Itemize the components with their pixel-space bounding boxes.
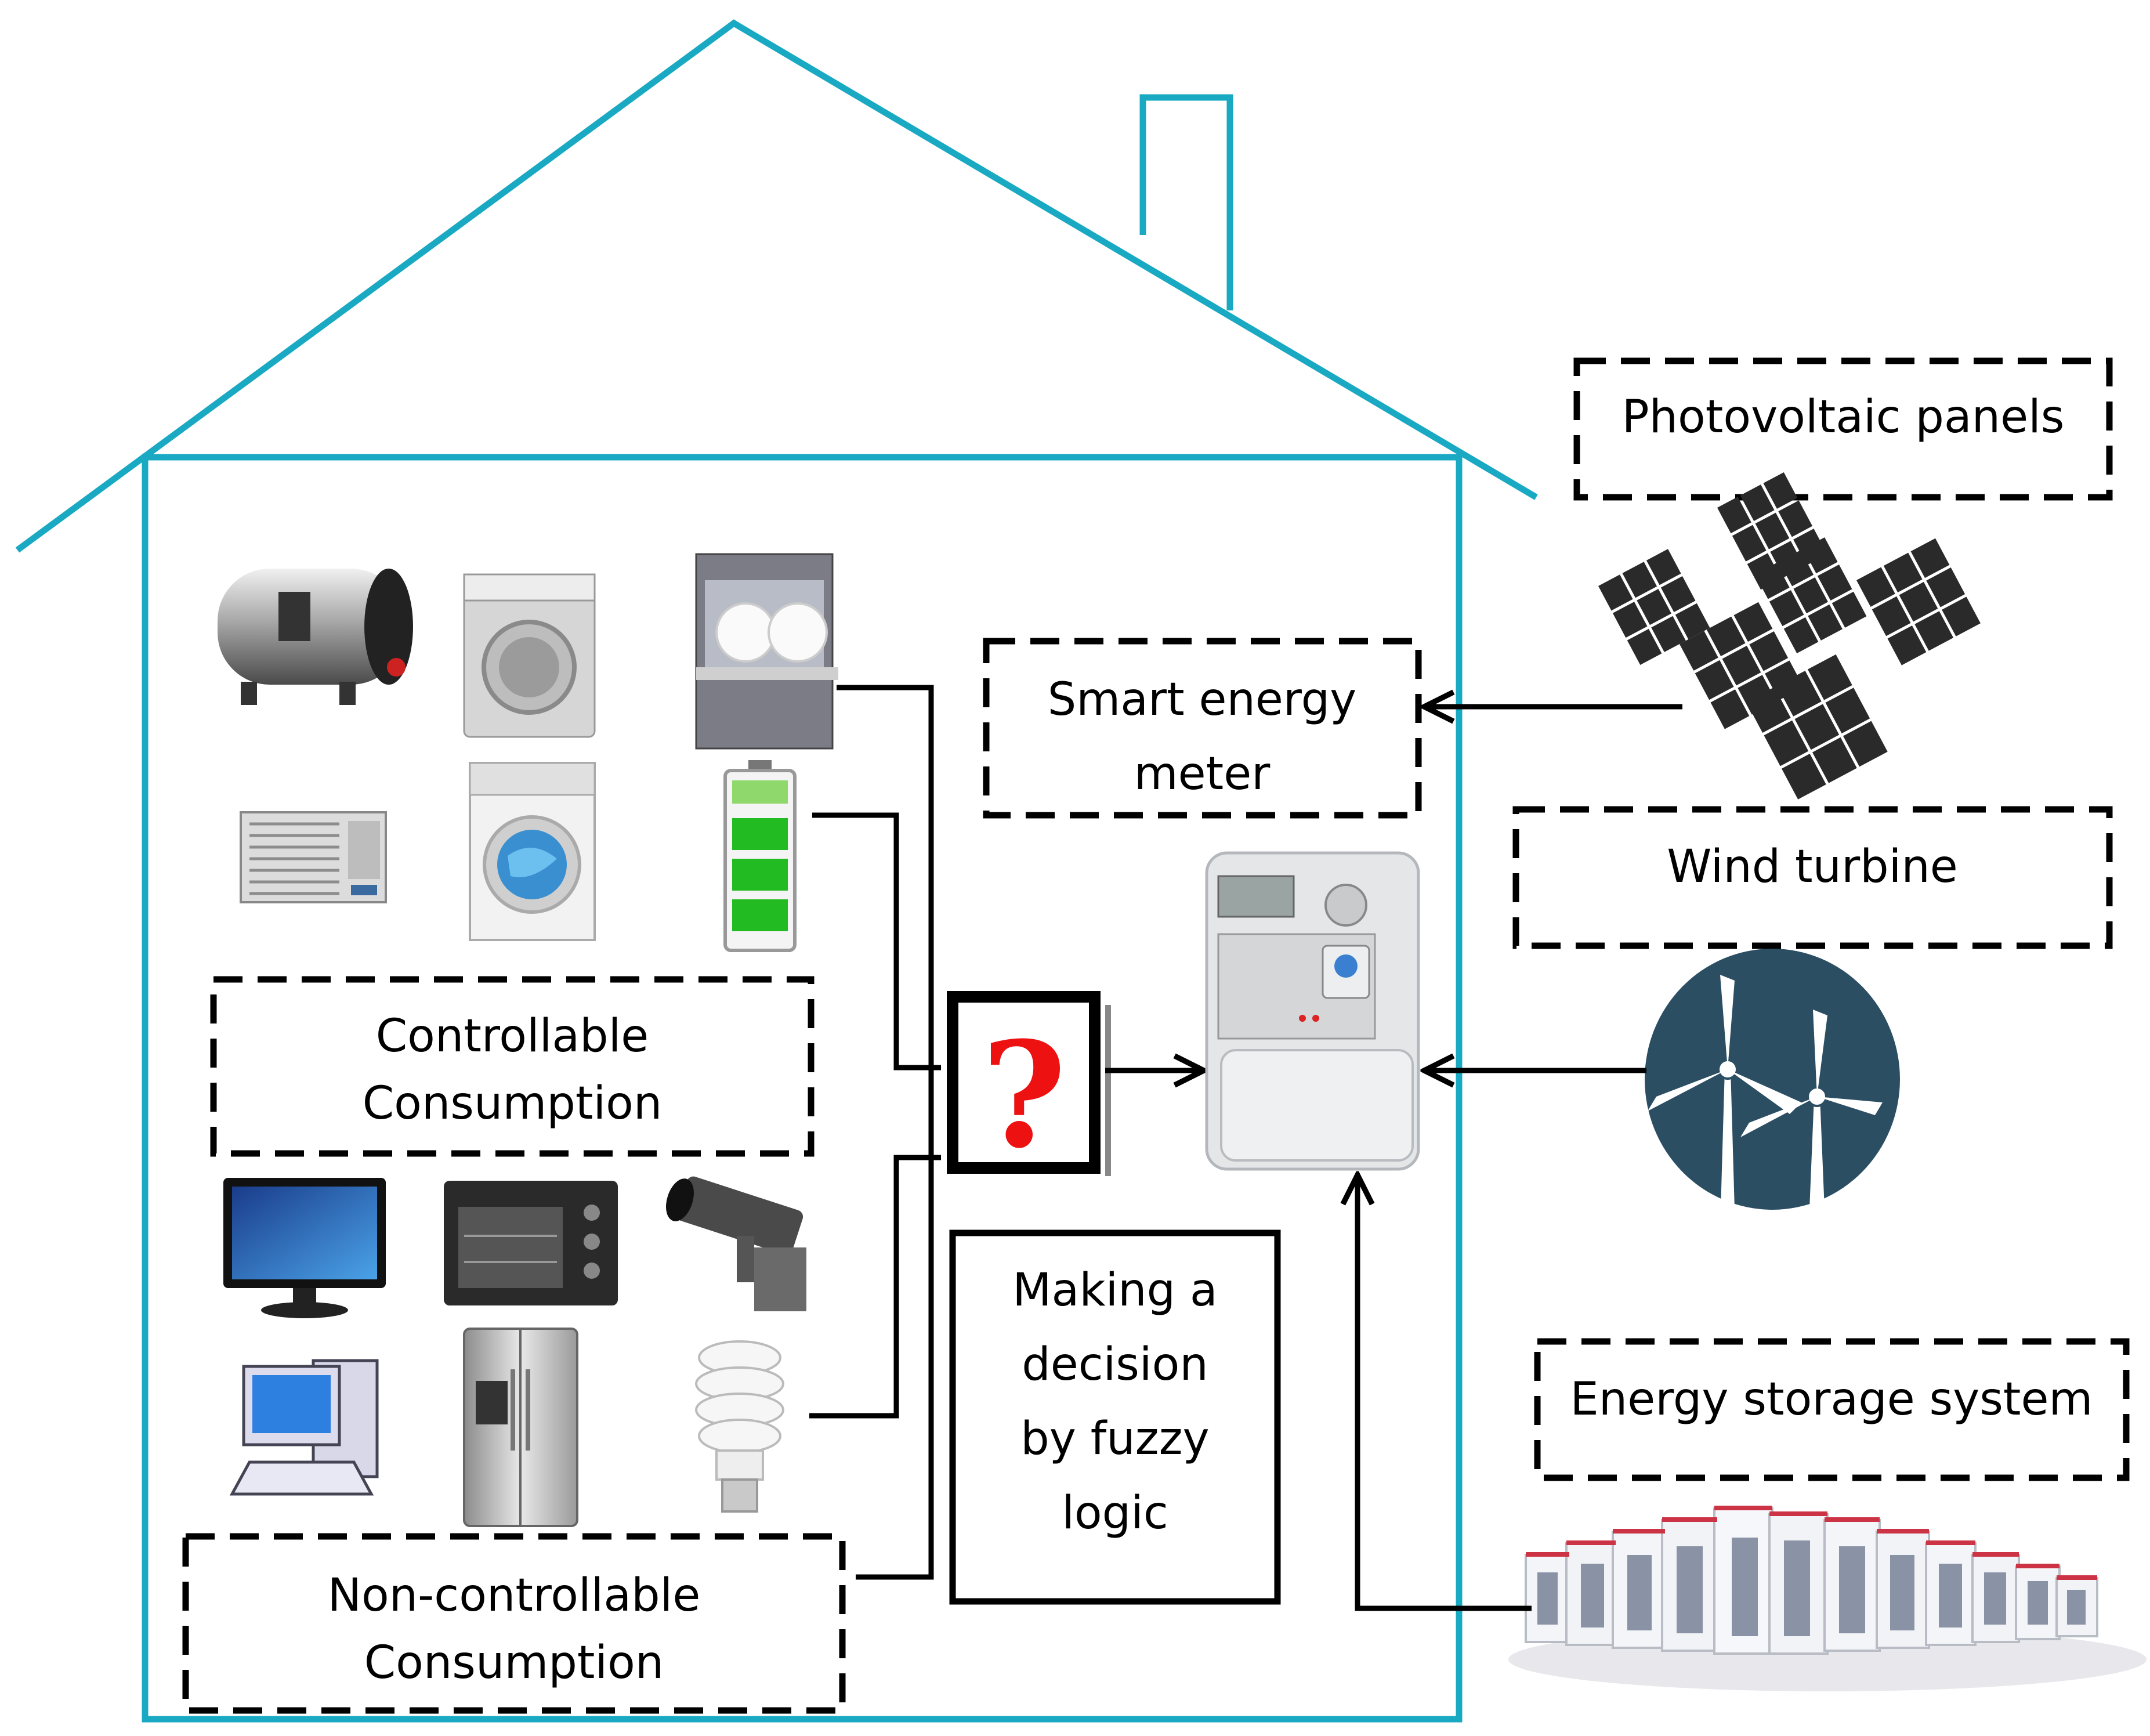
non-controllable-label-line1: Non-controllable xyxy=(328,1569,701,1622)
energy-storage-label: Energy storage system xyxy=(1570,1373,2093,1426)
water-heater-icon xyxy=(218,569,413,705)
air-conditioner-icon xyxy=(240,811,387,903)
controllable-label-line1: Controllable xyxy=(376,1010,649,1062)
controllable-consumption-box xyxy=(210,976,815,1157)
decision-label-line4: logic xyxy=(1062,1487,1168,1539)
decision-label-line3: by fuzzy xyxy=(1020,1413,1209,1465)
washing-machine-icon xyxy=(463,573,596,738)
photovoltaic-label: Photovoltaic panels xyxy=(1622,391,2065,443)
cfl-bulb-icon xyxy=(695,1340,784,1513)
smart-meter-label-line2: meter xyxy=(1134,748,1271,800)
battery-icon xyxy=(723,760,797,952)
front-load-washer-icon xyxy=(469,762,596,941)
refrigerator-icon xyxy=(463,1328,578,1527)
tv-icon xyxy=(223,1178,386,1318)
wire-battery xyxy=(812,812,941,1070)
house-chimney xyxy=(1139,94,1233,310)
dishwasher-icon xyxy=(695,553,838,750)
controllable-label-line2: Consumption xyxy=(363,1077,663,1130)
security-camera-icon xyxy=(666,1176,806,1311)
decision-question-shadow xyxy=(1105,1005,1111,1176)
wire-non-controllable xyxy=(809,1155,941,1419)
smart-meter-label-box xyxy=(983,638,1422,819)
non-controllable-label-line2: Consumption xyxy=(364,1637,664,1689)
decision-label-line2: decision xyxy=(1022,1339,1208,1391)
question-mark-icon: ? xyxy=(982,1010,1066,1180)
decision-label-line1: Making a xyxy=(1012,1264,1217,1317)
battery-storage-icon xyxy=(1508,1506,2147,1691)
wire-controllable-left xyxy=(837,685,934,1580)
wind-turbine-icon xyxy=(1645,949,1900,1210)
fuzzy-decision-box xyxy=(949,1229,1281,1605)
photovoltaic-label-box xyxy=(1573,357,2113,501)
desktop-computer-icon xyxy=(229,1359,379,1496)
wind-turbine-label-box xyxy=(1512,806,2113,949)
smart-meter-icon xyxy=(1205,851,1420,1171)
house-outline xyxy=(15,19,1538,1723)
wind-turbine-label: Wind turbine xyxy=(1667,841,1958,893)
house-walls xyxy=(142,454,1463,1723)
solar-panels-icon xyxy=(1598,472,1981,800)
house-roof xyxy=(15,19,1538,553)
decision-question-box xyxy=(947,991,1101,1174)
smart-meter-label-line1: Smart energy xyxy=(1048,674,1357,726)
energy-storage-label-box xyxy=(1534,1338,2130,1481)
appliance-connectors xyxy=(809,685,941,1580)
non-controllable-consumption-box xyxy=(182,1533,846,1714)
arrow-storage-to-meter xyxy=(1358,1175,1532,1611)
oven-icon xyxy=(444,1181,618,1305)
